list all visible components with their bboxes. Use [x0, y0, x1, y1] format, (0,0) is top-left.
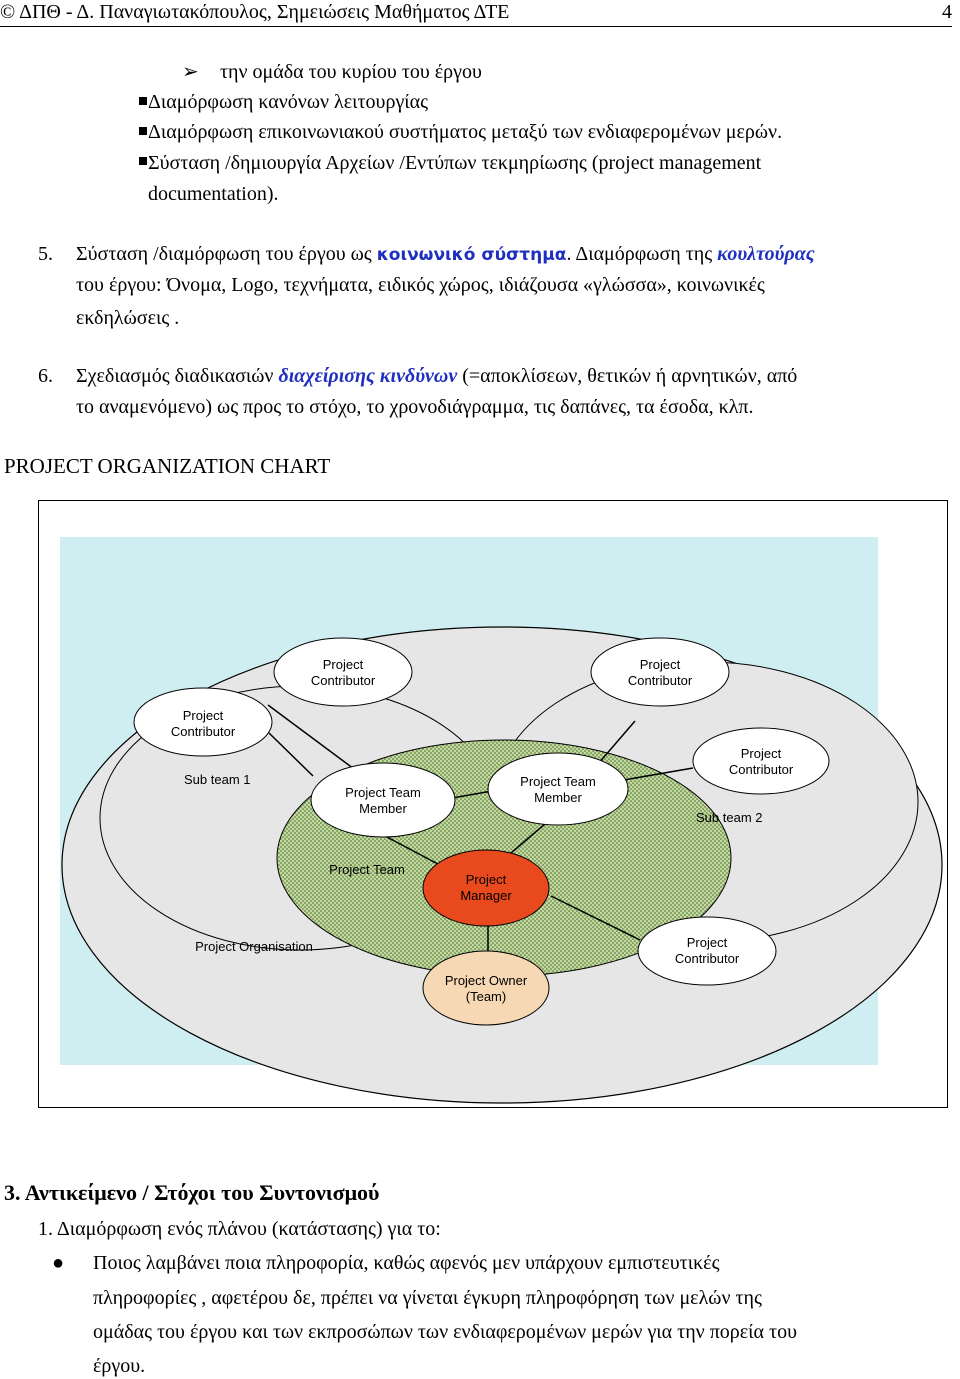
- arrow-bullet-icon: ➢: [182, 61, 199, 83]
- connector-line: [617, 767, 694, 782]
- highlight-text: κοινωνικό σύστημα: [376, 245, 567, 265]
- text-line: documentation).: [148, 183, 279, 205]
- text-line: Διαμόρφωση κανόνων λειτουργίας: [148, 91, 429, 113]
- section-heading: 3. Αντικείμενο / Στόχοι του Συντονισμού: [4, 1180, 380, 1205]
- item-number: 5.: [38, 243, 53, 265]
- project-team-label: Project Team: [329, 862, 405, 877]
- connector-line: [597, 720, 636, 765]
- manager-node: [422, 849, 550, 927]
- node-label: Contributor: [171, 724, 236, 739]
- text-line: ομάδας του έργου και των εκπροσώπων των …: [93, 1321, 797, 1343]
- organization-chart: Project Contributor Project Contributor …: [38, 500, 948, 1108]
- highlight-text: διαχείρισης κινδύνων: [278, 365, 458, 387]
- node-label: Contributor: [729, 762, 794, 777]
- text-line: πληροφορίες , αφετέρου δε, πρέπει να γίν…: [93, 1287, 762, 1309]
- square-bullet-icon: [139, 127, 147, 135]
- item-5-line1: Σύσταση /διαμόρφωση του έργου ως κοινωνι…: [76, 242, 815, 267]
- contributor-node: [590, 637, 730, 707]
- node-label: Manager: [460, 888, 512, 903]
- subteam-label: Sub team 2: [696, 810, 763, 825]
- node-label: Contributor: [311, 673, 376, 688]
- node-label: Project Team: [520, 774, 596, 789]
- item-6-line1: Σχεδιασμός διαδικασιών διαχείρισης κινδύ…: [76, 364, 797, 388]
- node-label: Project: [640, 657, 681, 672]
- connector-line: [268, 732, 314, 777]
- page-number: 4: [942, 1, 952, 23]
- header-text: © ΔΠΘ - Δ. Παναγιωτακόπουλος, Σημειώσεις…: [0, 1, 510, 23]
- text-line: έργου.: [93, 1355, 146, 1377]
- subteam-label: Sub team 1: [184, 772, 251, 787]
- chart-title: PROJECT ORGANIZATION CHART: [4, 454, 331, 478]
- node-label: Member: [359, 801, 407, 816]
- text: Σύσταση /διαμόρφωση του έργου ως: [76, 243, 372, 265]
- text-line: 1. Διαμόρφωση ενός πλάνου (κατάστασης) γ…: [38, 1218, 441, 1240]
- connector-line: [550, 895, 641, 941]
- page-header: © ΔΠΘ - Δ. Παναγιωτακόπουλος, Σημειώσεις…: [0, 0, 952, 27]
- node-label: Project: [323, 657, 364, 672]
- node-label: Project: [687, 935, 728, 950]
- item-number: 6.: [38, 365, 53, 387]
- highlight-text: κουλτούρας: [717, 243, 815, 265]
- node-label: (Team): [466, 989, 506, 1004]
- contributor-node: [637, 916, 777, 986]
- text-line: την ομάδα του κυρίου του έργου: [220, 61, 482, 83]
- text-line: το αναμενόμενο) ως προς το στόχο, το χρο…: [76, 396, 754, 418]
- text: . Διαμόρφωση της: [566, 243, 713, 265]
- node-label: Project Team: [345, 785, 421, 800]
- node-label: Project: [466, 872, 507, 887]
- text: (=αποκλίσεων, θετικών ή αρνητικών, από: [462, 365, 798, 387]
- text-line: Σύσταση /δημιουργία Αρχείων /Εντύπων τεκ…: [148, 152, 762, 174]
- team-member-node: [487, 752, 629, 826]
- node-label: Contributor: [628, 673, 693, 688]
- text-line: Διαμόρφωση επικοινωνιακού συστήματος μετ…: [148, 121, 783, 143]
- contributor-node: [692, 727, 830, 795]
- owner-node: [422, 950, 550, 1026]
- text-line: του έργου: Όνομα, Logo, τεχνήματα, ειδικ…: [76, 274, 765, 296]
- node-label: Project: [741, 746, 782, 761]
- contributor-node: [273, 637, 413, 707]
- contributor-node: [133, 687, 273, 757]
- node-label: Member: [534, 790, 582, 805]
- round-bullet-icon: ●: [52, 1252, 65, 1274]
- node-label: Project: [183, 708, 224, 723]
- team-member-node: [310, 762, 456, 838]
- organisation-label: Project Organisation: [195, 939, 313, 954]
- square-bullet-icon: [139, 157, 147, 165]
- node-label: Project Owner: [445, 973, 528, 988]
- node-label: Contributor: [675, 951, 740, 966]
- text-line: εκδηλώσεις .: [76, 307, 180, 329]
- square-bullet-icon: [139, 97, 147, 105]
- text-line: Ποιος λαμβάνει ποια πληροφορία, καθώς αφ…: [93, 1252, 720, 1274]
- text: Σχεδιασμός διαδικασιών: [76, 365, 274, 387]
